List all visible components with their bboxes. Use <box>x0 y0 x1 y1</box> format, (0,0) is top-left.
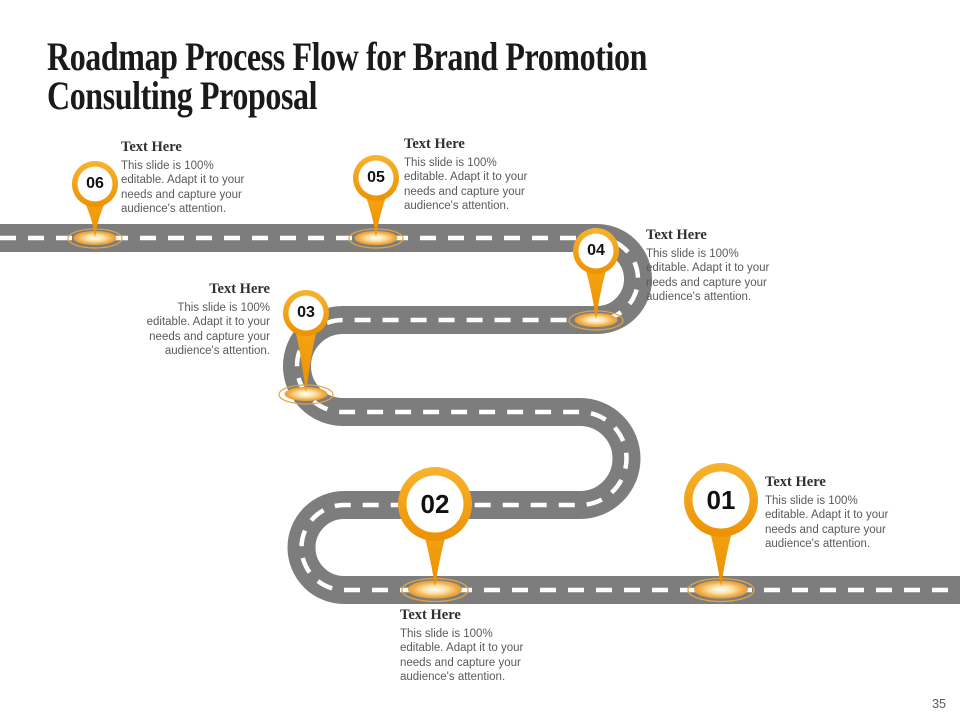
step-06-heading: Text Here <box>121 139 182 155</box>
step-04-body: This slide is 100% editable. Adapt it to… <box>646 248 770 303</box>
pin-02-glow <box>408 580 462 599</box>
step-02-body: This slide is 100% editable. Adapt it to… <box>400 628 524 683</box>
pin-03-tail <box>293 324 319 393</box>
page-number: 35 <box>932 697 946 711</box>
pin-06-icon <box>67 161 123 249</box>
step-01-heading: Text Here <box>765 474 826 490</box>
step-02-heading: Text Here <box>400 607 461 623</box>
pin-01-icon <box>684 463 758 603</box>
pin-03-face <box>288 295 324 331</box>
road-centerline <box>0 235 960 593</box>
pin-05-glow <box>354 231 398 245</box>
pin-02-icon <box>398 467 472 603</box>
step-02-textblock: Text Here This slide is 100% editable. A… <box>400 607 550 684</box>
pin-05-icon <box>348 155 404 249</box>
step-03-textblock: Text Here This slide is 100% editable. A… <box>117 281 270 358</box>
pin-04-glow <box>574 313 618 327</box>
pin-04-icon <box>568 228 624 331</box>
pin-02-face <box>406 475 464 533</box>
step-06-body: This slide is 100% editable. Adapt it to… <box>121 160 245 215</box>
pin-03-glow <box>284 387 328 401</box>
step-04-heading: Text Here <box>646 227 707 243</box>
pin-05-face <box>358 160 394 196</box>
step-05-heading: Text Here <box>404 136 465 152</box>
step-06-textblock: Text Here This slide is 100% editable. A… <box>121 139 271 216</box>
slide-title: Roadmap Process Flow for Brand Promotion… <box>47 34 647 118</box>
pin-06-face <box>77 166 113 202</box>
step-03-heading: Text Here <box>209 281 270 297</box>
step-05-textblock: Text Here This slide is 100% editable. A… <box>404 136 554 213</box>
pin-04-face <box>578 233 614 269</box>
step-03-body: This slide is 100% editable. Adapt it to… <box>146 302 270 357</box>
pin-04-tail <box>583 262 609 320</box>
pin-01-glow <box>694 580 748 599</box>
pin-01-face <box>692 471 750 529</box>
step-01-body: This slide is 100% editable. Adapt it to… <box>765 495 889 550</box>
pin-06-glow <box>73 231 117 245</box>
pin-03-icon <box>278 290 334 405</box>
step-05-body: This slide is 100% editable. Adapt it to… <box>404 157 528 212</box>
step-04-textblock: Text Here This slide is 100% editable. A… <box>646 227 796 304</box>
step-01-textblock: Text Here This slide is 100% editable. A… <box>765 474 915 551</box>
pin-05-tail <box>363 189 389 238</box>
